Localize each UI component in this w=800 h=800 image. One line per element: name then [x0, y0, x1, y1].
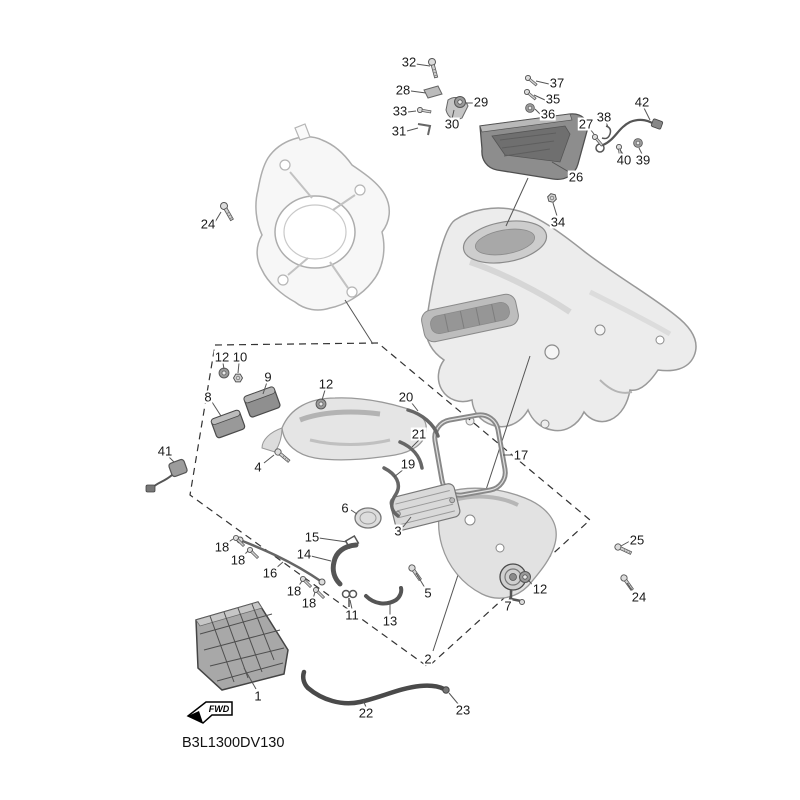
seal-ring-part — [432, 412, 508, 498]
elbow-hose-14 — [330, 542, 359, 587]
clip-38-part — [601, 125, 612, 140]
relay-8-part — [210, 409, 246, 439]
hose-13 — [364, 586, 404, 606]
hose-20 — [406, 408, 440, 438]
hose-19 — [382, 466, 401, 518]
diagram-code: B3L1300DV130 — [182, 735, 284, 751]
bracket-28-part — [423, 85, 443, 99]
harness-42-part — [595, 118, 664, 153]
horn-7-part — [499, 563, 527, 605]
air-duct-part — [479, 113, 588, 181]
frame-stay-part — [255, 123, 390, 311]
clamp-15 — [344, 535, 360, 549]
drain-hose-22 — [300, 669, 450, 706]
fwd-indicator: FWD — [186, 701, 233, 724]
relay-9-part — [243, 386, 281, 418]
right-inner-panel-part — [437, 487, 557, 599]
link-rod-16 — [236, 536, 326, 586]
cap-6-part — [354, 507, 382, 529]
clip-11 — [341, 589, 358, 607]
pin-31-part — [417, 123, 432, 136]
sensor-41-part — [145, 458, 188, 493]
fwd-label: FWD — [209, 704, 230, 714]
grille-part — [195, 601, 289, 691]
inner-panel-part — [261, 397, 427, 461]
hose-21 — [398, 440, 424, 470]
hose-end-23 — [442, 686, 450, 694]
front-cover-part — [421, 207, 697, 432]
